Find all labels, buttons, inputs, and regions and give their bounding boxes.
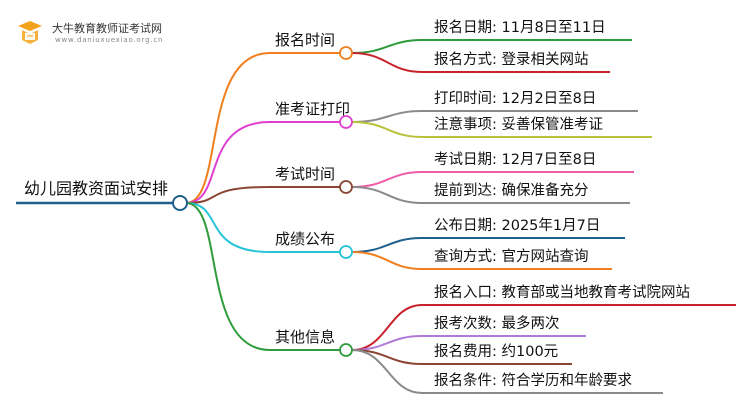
branch-connector bbox=[185, 202, 271, 253]
brand-title: 大牛教育教师证考试网 bbox=[52, 22, 162, 35]
branch-label: 成绩公布 bbox=[275, 230, 335, 248]
brand-url: www.daniuxuexiao.org.cn bbox=[55, 36, 164, 44]
leaf-connector bbox=[351, 39, 632, 54]
leaf-connector bbox=[351, 304, 736, 351]
leaf-label: 提前到达: 确保准备充分 bbox=[434, 182, 589, 199]
leaf-connector bbox=[351, 52, 610, 73]
leaf-label: 考试日期: 12月7日至8日 bbox=[434, 151, 596, 168]
leaf-connector bbox=[351, 251, 612, 270]
branch-node-icon bbox=[339, 115, 353, 129]
leaf-label: 报名入口: 教育部或当地教育考试院网站 bbox=[434, 284, 690, 301]
branch-node-icon bbox=[339, 180, 353, 194]
leaf-label: 公布日期: 2025年1月7日 bbox=[434, 217, 600, 234]
root-node-icon bbox=[172, 195, 188, 211]
leaf-connector bbox=[351, 171, 634, 188]
leaf-connector bbox=[351, 121, 652, 138]
leaf-label: 报考次数: 最多两次 bbox=[434, 315, 560, 332]
branch-connector bbox=[185, 121, 271, 204]
branch-node-icon bbox=[339, 46, 353, 60]
leaf-connector bbox=[351, 335, 586, 351]
leaf-label: 打印时间: 12月2日至8日 bbox=[434, 90, 596, 107]
leaf-connector bbox=[351, 186, 630, 204]
branch-label: 准考证打印 bbox=[275, 100, 350, 118]
book-logo-icon bbox=[14, 18, 46, 48]
leaf-label: 报名方式: 登录相关网站 bbox=[434, 51, 589, 68]
branch-label: 报名时间 bbox=[275, 31, 335, 49]
leaf-label: 报名日期: 11月8日至11日 bbox=[434, 19, 606, 36]
leaf-label: 查询方式: 官方网站查询 bbox=[434, 248, 589, 265]
leaf-label: 报名条件: 符合学历和年龄要求 bbox=[434, 372, 632, 389]
branch-node-icon bbox=[339, 343, 353, 357]
branch-label: 考试时间 bbox=[275, 165, 335, 183]
leaf-label: 注意事项: 妥善保管准考证 bbox=[434, 115, 603, 133]
branch-connector bbox=[185, 202, 271, 351]
root-label: 幼儿园教资面试安排 bbox=[24, 179, 168, 198]
branch-connector bbox=[185, 186, 271, 204]
branch-label: 其他信息 bbox=[275, 328, 335, 346]
branch-connector bbox=[185, 52, 271, 204]
leaf-label: 报名费用: 约100元 bbox=[434, 343, 558, 360]
leaf-connector bbox=[351, 349, 663, 394]
branch-node-icon bbox=[339, 245, 353, 259]
leaf-connector bbox=[351, 237, 625, 253]
